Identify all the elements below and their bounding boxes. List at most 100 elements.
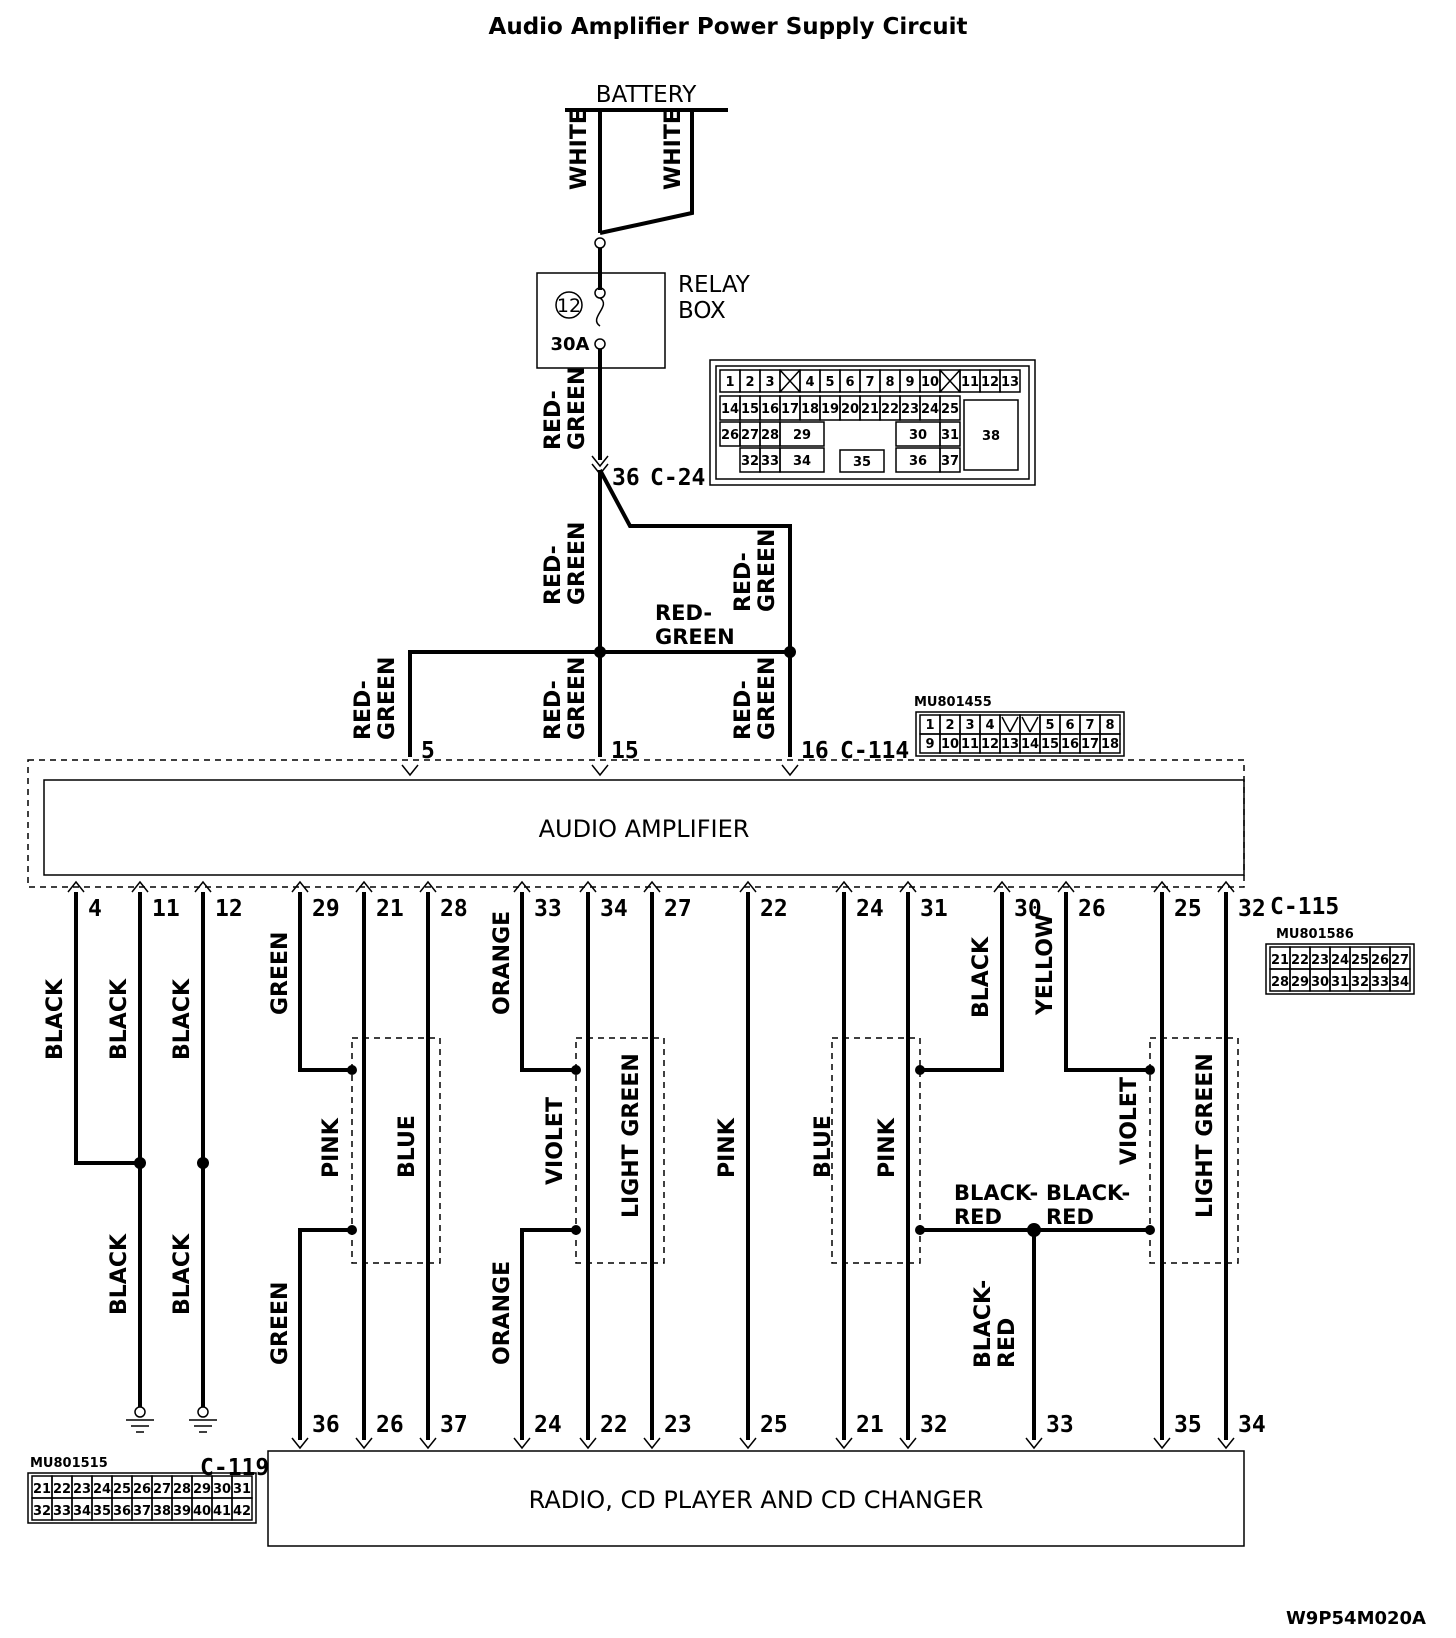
wire-label-black-4: BLACK	[107, 1233, 132, 1315]
diagram-title: Audio Amplifier Power Supply Circuit	[489, 14, 968, 40]
wire-green-bottom	[298, 1228, 352, 1440]
connector-cell-label: 24	[921, 402, 939, 417]
c119-pin-mark	[291, 1437, 309, 1450]
twisted-pair-box-1	[351, 1037, 441, 1264]
connector-cell-label: 18	[1101, 737, 1119, 752]
connector-cell-label: 4	[805, 375, 814, 390]
wire-label-yellow: YELLOW	[1033, 914, 1058, 1016]
connector-cell-label: 34	[793, 454, 811, 469]
wire-label-light-green-2: LIGHT GREEN	[1193, 1053, 1218, 1218]
connector-cell-label: 12	[981, 375, 999, 390]
wire-label-rg-mid-right-2: GREEN	[755, 529, 780, 612]
shield-splice-4a	[1145, 1065, 1155, 1075]
connector-cell-label: 25	[113, 1482, 131, 1497]
wire-label-black-red-right-1: BLACK-	[1046, 1181, 1130, 1205]
c119-pin-mark	[739, 1437, 757, 1450]
c119-pin-mark	[419, 1437, 437, 1450]
connector-cell-label: 34	[1391, 975, 1409, 990]
connector-cell-label: 34	[73, 1504, 91, 1519]
connector-cell-label: 12	[981, 737, 999, 752]
connector-cell-label: 15	[741, 402, 759, 417]
radio-label: RADIO, CD PLAYER AND CD CHANGER	[529, 1486, 984, 1514]
c115-pin-mark	[513, 880, 531, 893]
wire-label-rg-top-2: GREEN	[565, 367, 590, 450]
fuse-number: 12	[557, 295, 581, 317]
connector-cell-label: 30	[1311, 975, 1329, 990]
wire-label-pink-3: PINK	[875, 1117, 900, 1178]
c115-face-outline	[1265, 943, 1415, 995]
connector-cell-label: 8	[885, 375, 894, 390]
wire-label-black-red-left-2: RED	[954, 1205, 1002, 1229]
wire-label-rg-mid-left-1: RED-	[541, 545, 566, 605]
c119-pin-label: 34	[1238, 1412, 1266, 1438]
battery-label: BATTERY	[596, 82, 697, 108]
ground-symbol-1	[126, 1406, 154, 1433]
c119-pin-label: 26	[376, 1412, 404, 1438]
fuse-rating: 30A	[551, 334, 590, 355]
connector-cell-label: 29	[793, 428, 811, 443]
wire-black-pin4	[74, 892, 140, 1165]
c115-pin-label: 32	[1238, 896, 1266, 922]
connector-cell	[839, 449, 885, 473]
twisted-pair-box-2	[575, 1037, 665, 1264]
connector-cell-label: 6	[1065, 718, 1074, 733]
connector-c24-name: C-24	[650, 465, 705, 491]
c114-mark-15	[591, 764, 609, 777]
connector-cell-label: 1	[925, 718, 934, 733]
connector-cell-label: 10	[941, 737, 959, 752]
c115-pin-label: 28	[440, 896, 468, 922]
shield-splice-3b	[915, 1225, 925, 1235]
c24-inner	[715, 365, 1030, 480]
wire-label-orange-top: ORANGE	[490, 911, 515, 1015]
c119-name: C-119	[200, 1455, 269, 1481]
connector-cell-label: 21	[1271, 953, 1289, 968]
wire-label-violet-1: VIOLET	[543, 1097, 568, 1185]
connector-cell	[939, 395, 961, 421]
connector-cell-label: 22	[881, 402, 899, 417]
wire-label-rg-mid-left-2: GREEN	[565, 522, 590, 605]
c115-pin-mark	[194, 880, 212, 893]
connector-cell-label: 35	[93, 1504, 111, 1519]
wire-label-rg-top-1: RED-	[541, 390, 566, 450]
wire-label-white-right: WHITE	[661, 109, 686, 190]
connector-c24-mark-1	[591, 455, 609, 468]
connector-cell-label: 37	[133, 1504, 151, 1519]
connector-cell-label: 6	[845, 375, 854, 390]
connector-cell	[779, 447, 825, 473]
ground-symbol-2	[189, 1406, 217, 1433]
connector-cell-label: 35	[853, 455, 871, 470]
connector-cell	[231, 1497, 253, 1521]
connector-cell-label: 25	[1351, 953, 1369, 968]
connector-cell-label: 2	[945, 718, 954, 733]
connector-cell-label: 10	[921, 375, 939, 390]
wire-yellow-pin26	[1064, 892, 1150, 1072]
c115-pin-label: 33	[534, 896, 562, 922]
c119-pin-mark	[835, 1437, 853, 1450]
c115-pin-mark	[835, 880, 853, 893]
c115-pin-label: 25	[1174, 896, 1202, 922]
connector-cell-label: 7	[865, 375, 874, 390]
c119-pin-mark	[899, 1437, 917, 1450]
c115-pin-mark	[419, 880, 437, 893]
wire-black-pin30	[920, 892, 1004, 1072]
connector-cell-blank	[1029, 716, 1039, 733]
connector-cell-label: 30	[213, 1482, 231, 1497]
connector-cell-label: 23	[1311, 953, 1329, 968]
wire-label-orange-bottom: ORANGE	[490, 1261, 515, 1365]
connector-cell-label: 41	[213, 1504, 231, 1519]
fuse-number-circle	[555, 291, 583, 319]
c119-pin-label: 32	[920, 1412, 948, 1438]
connector-cell-label: 31	[1331, 975, 1349, 990]
connector-cell-label: 38	[153, 1504, 171, 1519]
connector-cell-label: 25	[941, 402, 959, 417]
c115-pin-mark	[1217, 880, 1235, 893]
connector-cell-label: 40	[193, 1504, 211, 1519]
splice-center	[594, 646, 606, 658]
connector-cell-label: 22	[1291, 953, 1309, 968]
connector-cell-label: 5	[1045, 718, 1054, 733]
connector-cell-label: 21	[861, 402, 879, 417]
amplifier-label: AUDIO AMPLIFIER	[539, 815, 750, 843]
c24-outline	[709, 359, 1036, 486]
connector-cell	[1389, 968, 1411, 992]
connector-cell-label: 32	[1351, 975, 1369, 990]
